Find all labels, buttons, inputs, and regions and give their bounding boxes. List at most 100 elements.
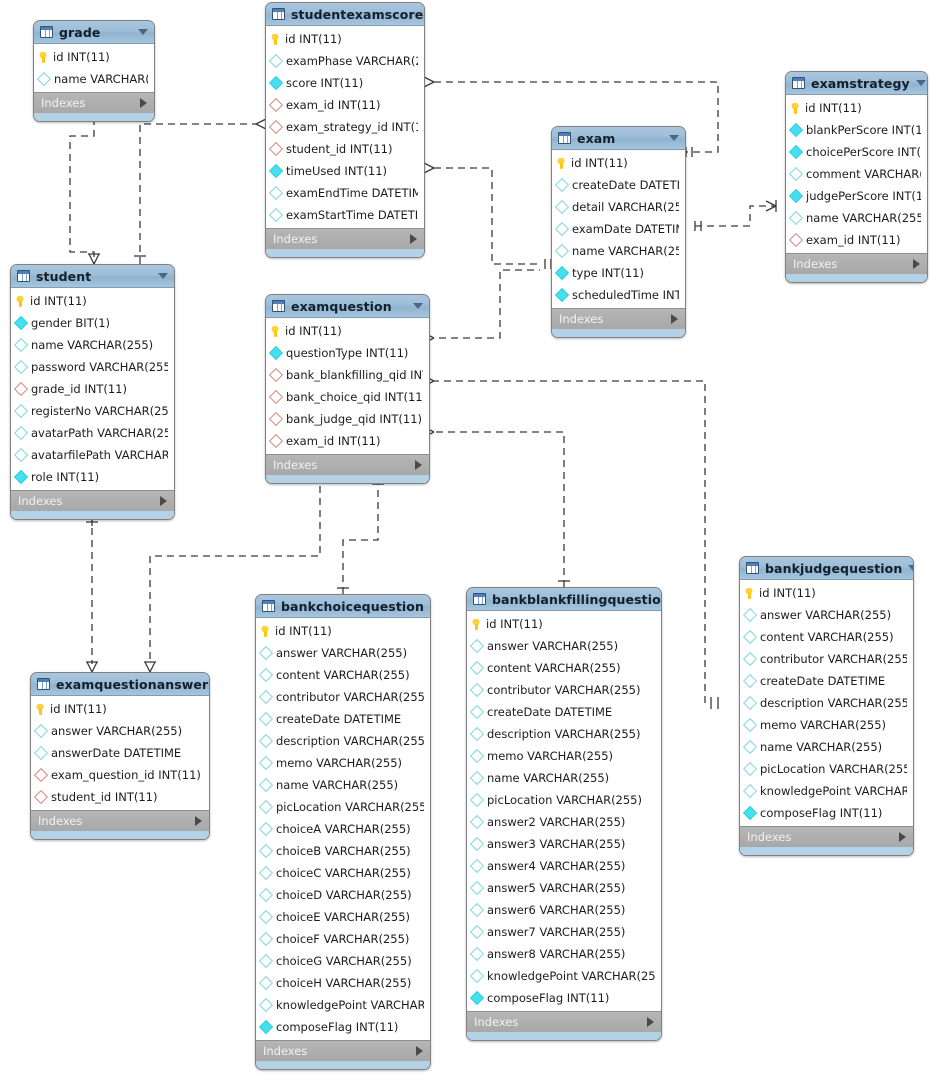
column-row[interactable]: answerDate DATETIME [31, 742, 209, 764]
column-row[interactable]: answer7 VARCHAR(255) [467, 921, 661, 943]
table-header[interactable]: grade [34, 21, 154, 44]
column-row[interactable]: timeUsed INT(11) [266, 160, 424, 182]
column-row[interactable]: answer5 VARCHAR(255) [467, 877, 661, 899]
column-row[interactable]: gender BIT(1) [11, 312, 174, 334]
column-row[interactable]: id INT(11) [266, 320, 429, 342]
column-row[interactable]: answer VARCHAR(255) [740, 604, 913, 626]
column-row[interactable]: answer VARCHAR(255) [256, 642, 430, 664]
column-row[interactable]: exam_id INT(11) [266, 94, 424, 116]
column-row[interactable]: registerNo VARCHAR(255) [11, 400, 174, 422]
column-row[interactable]: choiceG VARCHAR(255) [256, 950, 430, 972]
column-row[interactable]: grade_id INT(11) [11, 378, 174, 400]
column-row[interactable]: role INT(11) [11, 466, 174, 488]
column-row[interactable]: choiceF VARCHAR(255) [256, 928, 430, 950]
indexes-section[interactable]: Indexes [11, 490, 174, 511]
chevron-down-icon[interactable] [158, 273, 168, 279]
entity-table-examstrategy[interactable]: examstrategy id INT(11)blankPerScore INT… [785, 71, 928, 283]
column-row[interactable]: judgePerScore INT(11) [786, 185, 927, 207]
chevron-right-icon[interactable] [416, 1046, 423, 1056]
indexes-section[interactable]: Indexes [786, 253, 927, 274]
indexes-section[interactable]: Indexes [740, 826, 913, 847]
indexes-section[interactable]: Indexes [31, 810, 209, 831]
column-row[interactable]: name VARCHAR(255) [34, 68, 154, 90]
column-row[interactable]: student_id INT(11) [266, 138, 424, 160]
column-row[interactable]: examPhase VARCHAR(255) [266, 50, 424, 72]
table-header[interactable]: bankjudgequestion [740, 557, 913, 580]
column-row[interactable]: id INT(11) [467, 613, 661, 635]
chevron-down-icon[interactable] [138, 29, 148, 35]
column-row[interactable]: choiceA VARCHAR(255) [256, 818, 430, 840]
column-row[interactable]: exam_id INT(11) [266, 430, 429, 452]
table-header[interactable]: bankblankfillingquestion [467, 588, 661, 611]
entity-table-exam[interactable]: exam id INT(11)createDate DATETIMEdetail… [551, 126, 686, 338]
column-row[interactable]: id INT(11) [11, 290, 174, 312]
column-row[interactable]: choiceH VARCHAR(255) [256, 972, 430, 994]
chevron-down-icon[interactable] [908, 565, 913, 571]
indexes-section[interactable]: Indexes [34, 92, 154, 113]
column-row[interactable]: content VARCHAR(255) [256, 664, 430, 686]
column-row[interactable]: name VARCHAR(255) [740, 736, 913, 758]
column-row[interactable]: createDate DATETIME [740, 670, 913, 692]
column-row[interactable]: choicePerScore INT(11) [786, 141, 927, 163]
column-row[interactable]: avatarfilePath VARCHAR(255) [11, 444, 174, 466]
entity-table-student[interactable]: student id INT(11)gender BIT(1)name VARC… [10, 264, 175, 520]
chevron-right-icon[interactable] [647, 1017, 654, 1027]
chevron-down-icon[interactable] [429, 603, 430, 609]
indexes-section[interactable]: Indexes [256, 1040, 430, 1061]
column-row[interactable]: composeFlag INT(11) [256, 1016, 430, 1038]
entity-table-examquestionanswer[interactable]: examquestionanswer id INT(11)answer VARC… [30, 672, 210, 840]
column-row[interactable]: createDate DATETIME [256, 708, 430, 730]
column-row[interactable]: name VARCHAR(255) [786, 207, 927, 229]
column-row[interactable]: knowledgePoint VARCHAR(255) [467, 965, 661, 987]
column-row[interactable]: memo VARCHAR(255) [740, 714, 913, 736]
column-row[interactable]: answer2 VARCHAR(255) [467, 811, 661, 833]
entity-table-grade[interactable]: grade id INT(11)name VARCHAR(255) Indexe… [33, 20, 155, 122]
column-row[interactable]: id INT(11) [552, 152, 685, 174]
column-row[interactable]: id INT(11) [266, 28, 424, 50]
chevron-down-icon[interactable] [413, 303, 423, 309]
column-row[interactable]: description VARCHAR(255) [467, 723, 661, 745]
column-row[interactable]: exam_strategy_id INT(11) [266, 116, 424, 138]
indexes-section[interactable]: Indexes [552, 308, 685, 329]
column-row[interactable]: createDate DATETIME [552, 174, 685, 196]
column-row[interactable]: picLocation VARCHAR(255) [256, 796, 430, 818]
column-row[interactable]: questionType INT(11) [266, 342, 429, 364]
column-row[interactable]: type INT(11) [552, 262, 685, 284]
column-row[interactable]: bank_blankfilling_qid INT(11) [266, 364, 429, 386]
table-header[interactable]: examquestion [266, 295, 429, 318]
column-row[interactable]: memo VARCHAR(255) [256, 752, 430, 774]
column-row[interactable]: id INT(11) [34, 46, 154, 68]
chevron-down-icon[interactable] [915, 80, 926, 86]
chevron-right-icon[interactable] [140, 98, 147, 108]
column-row[interactable]: answer8 VARCHAR(255) [467, 943, 661, 965]
column-row[interactable]: choiceB VARCHAR(255) [256, 840, 430, 862]
chevron-right-icon[interactable] [160, 496, 167, 506]
chevron-right-icon[interactable] [899, 832, 906, 842]
column-row[interactable]: contributor VARCHAR(255) [467, 679, 661, 701]
column-row[interactable]: examDate DATETIME [552, 218, 685, 240]
column-row[interactable]: answer6 VARCHAR(255) [467, 899, 661, 921]
column-row[interactable]: description VARCHAR(255) [740, 692, 913, 714]
chevron-right-icon[interactable] [195, 816, 202, 826]
column-row[interactable]: name VARCHAR(255) [467, 767, 661, 789]
column-row[interactable]: choiceD VARCHAR(255) [256, 884, 430, 906]
column-row[interactable]: examEndTime DATETIME [266, 182, 424, 204]
column-row[interactable]: answer VARCHAR(255) [31, 720, 209, 742]
column-row[interactable]: content VARCHAR(255) [467, 657, 661, 679]
column-row[interactable]: answer3 VARCHAR(255) [467, 833, 661, 855]
table-header[interactable]: student [11, 265, 174, 288]
column-row[interactable]: name VARCHAR(255) [552, 240, 685, 262]
column-row[interactable]: id INT(11) [256, 620, 430, 642]
column-row[interactable]: examStartTime DATETIME [266, 204, 424, 226]
column-row[interactable]: answer4 VARCHAR(255) [467, 855, 661, 877]
column-row[interactable]: exam_id INT(11) [786, 229, 927, 251]
entity-table-bankjudgequestion[interactable]: bankjudgequestion id INT(11)answer VARCH… [739, 556, 914, 856]
entity-table-examquestion[interactable]: examquestion id INT(11)questionType INT(… [265, 294, 430, 484]
chevron-right-icon[interactable] [671, 314, 678, 324]
chevron-right-icon[interactable] [410, 234, 417, 244]
column-row[interactable]: bank_choice_qid INT(11) [266, 386, 429, 408]
column-row[interactable]: knowledgePoint VARCHAR(255) [740, 780, 913, 802]
column-row[interactable]: score INT(11) [266, 72, 424, 94]
column-row[interactable]: id INT(11) [31, 698, 209, 720]
table-header[interactable]: exam [552, 127, 685, 150]
